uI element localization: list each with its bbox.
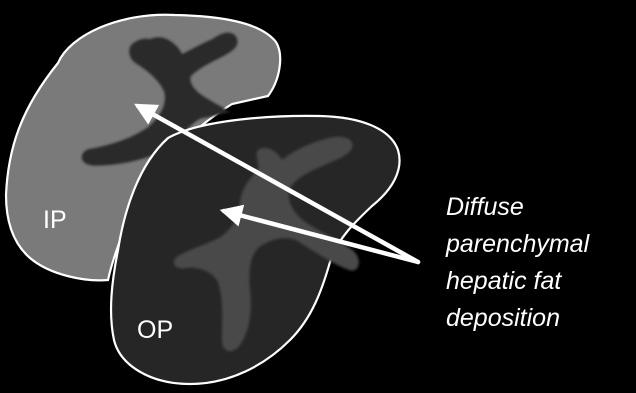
caption-line-3: hepatic fat bbox=[446, 267, 562, 295]
caption-line-1: Diffuse bbox=[446, 193, 524, 221]
caption-line-2: parenchymal bbox=[445, 230, 591, 258]
label-ip: IP bbox=[43, 206, 67, 234]
label-op: OP bbox=[137, 316, 173, 344]
caption-line-4: deposition bbox=[446, 304, 560, 332]
